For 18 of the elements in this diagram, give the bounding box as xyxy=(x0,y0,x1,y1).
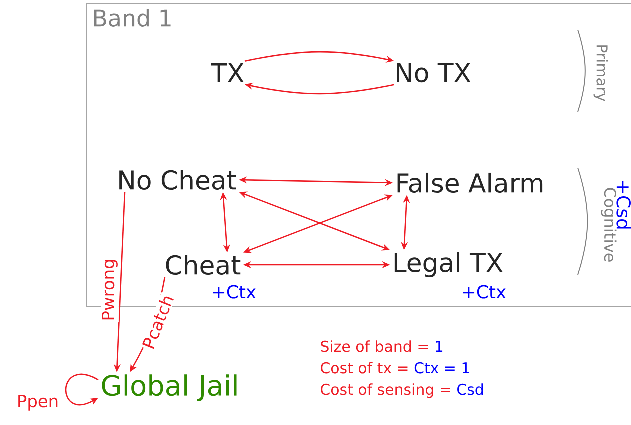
cost-label: +Ctx xyxy=(213,285,256,299)
edge-label: Pwrong xyxy=(101,258,119,322)
band-label: Cognitive xyxy=(601,188,617,262)
state-label: TX xyxy=(211,64,244,82)
arrow xyxy=(65,374,99,406)
cost-label: +Ctx xyxy=(463,285,506,299)
state-label: Cheat xyxy=(166,254,241,276)
state-label: Global Jail xyxy=(102,374,237,402)
band-label: Primary xyxy=(594,46,608,102)
state-label: False Alarm xyxy=(398,172,543,194)
cost-note: Cost of tx = Ctx = 1 xyxy=(321,362,470,374)
edge-label: Ppen xyxy=(16,394,60,412)
state-label: No TX xyxy=(397,63,471,83)
cost-label: +Csd xyxy=(616,182,631,229)
state-label: No Cheat xyxy=(120,170,236,190)
cost-note: Cost of sensing = Csd xyxy=(321,384,484,398)
cost-note: Size of band = 1 xyxy=(321,340,443,352)
state-label: Legal TX xyxy=(394,252,503,278)
